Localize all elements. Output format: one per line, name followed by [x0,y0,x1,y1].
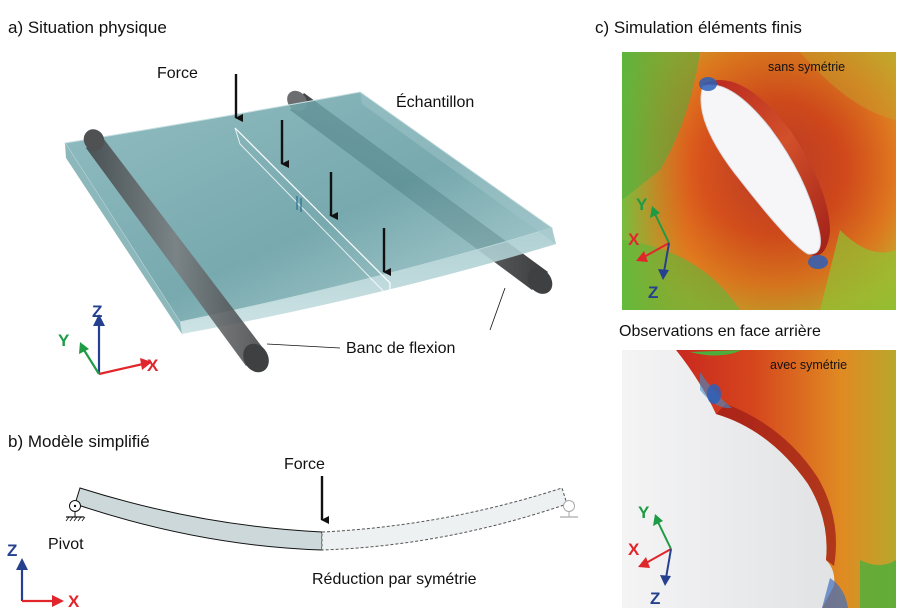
axis-label-y-c-top: Y [636,195,648,214]
axis-label-x-c-top: X [628,230,640,249]
label-force-b: Force [284,456,325,473]
label-sample: Échantillon [396,92,474,111]
axis-label-z-b: Z [7,541,17,560]
rod-end-left [243,343,269,373]
axis-label-x-b: X [68,592,80,610]
load-line [234,127,391,300]
axis-label-z-c-top: Z [648,283,658,302]
bench-leader-line [266,343,341,349]
axes-triad-b [16,558,64,607]
label-pivot: Pivot [48,536,84,553]
bending-rod-left [86,134,266,366]
axis-label-x-a: X [147,356,159,375]
axis-label-z-c-bottom: Z [650,589,660,608]
label-force-a: Force [157,65,198,82]
axis-label-y-a: Y [58,331,70,350]
rod-end-right [527,268,553,294]
hole-opening-top [700,84,821,255]
badge-top: sans symétrie [768,60,845,74]
sample-front-edge [180,228,556,334]
axis-label-x-c-bottom: X [628,540,640,559]
panel-c-title: c) Simulation éléments finis [595,18,802,37]
beam-half-solid [74,487,323,551]
sample-leader-line [489,287,506,331]
fem-image-top [622,52,896,310]
label-reduction: Réduction par symétrie [312,571,477,588]
panel-b-title: b) Modèle simplifié [8,432,150,451]
fem-image-bottom [622,350,896,608]
bending-setup-3d [64,74,556,373]
sample-left-edge [65,143,182,334]
label-bench: Banc de flexion [346,340,455,357]
axes-triad-a [79,314,152,376]
badge-bottom: avec symétrie [770,358,847,372]
middle-caption: Observations en face arrière [619,323,821,340]
axis-label-z-a: Z [92,302,102,321]
panel-a-title: a) Situation physique [8,18,167,37]
beam-half-mirror [321,487,568,551]
axes-triad-c-bottom [638,514,672,586]
axes-triad-c-top [636,206,670,280]
pivot-right [563,500,575,512]
axis-label-y-c-bottom: Y [638,503,650,522]
simplified-beam [65,476,578,551]
